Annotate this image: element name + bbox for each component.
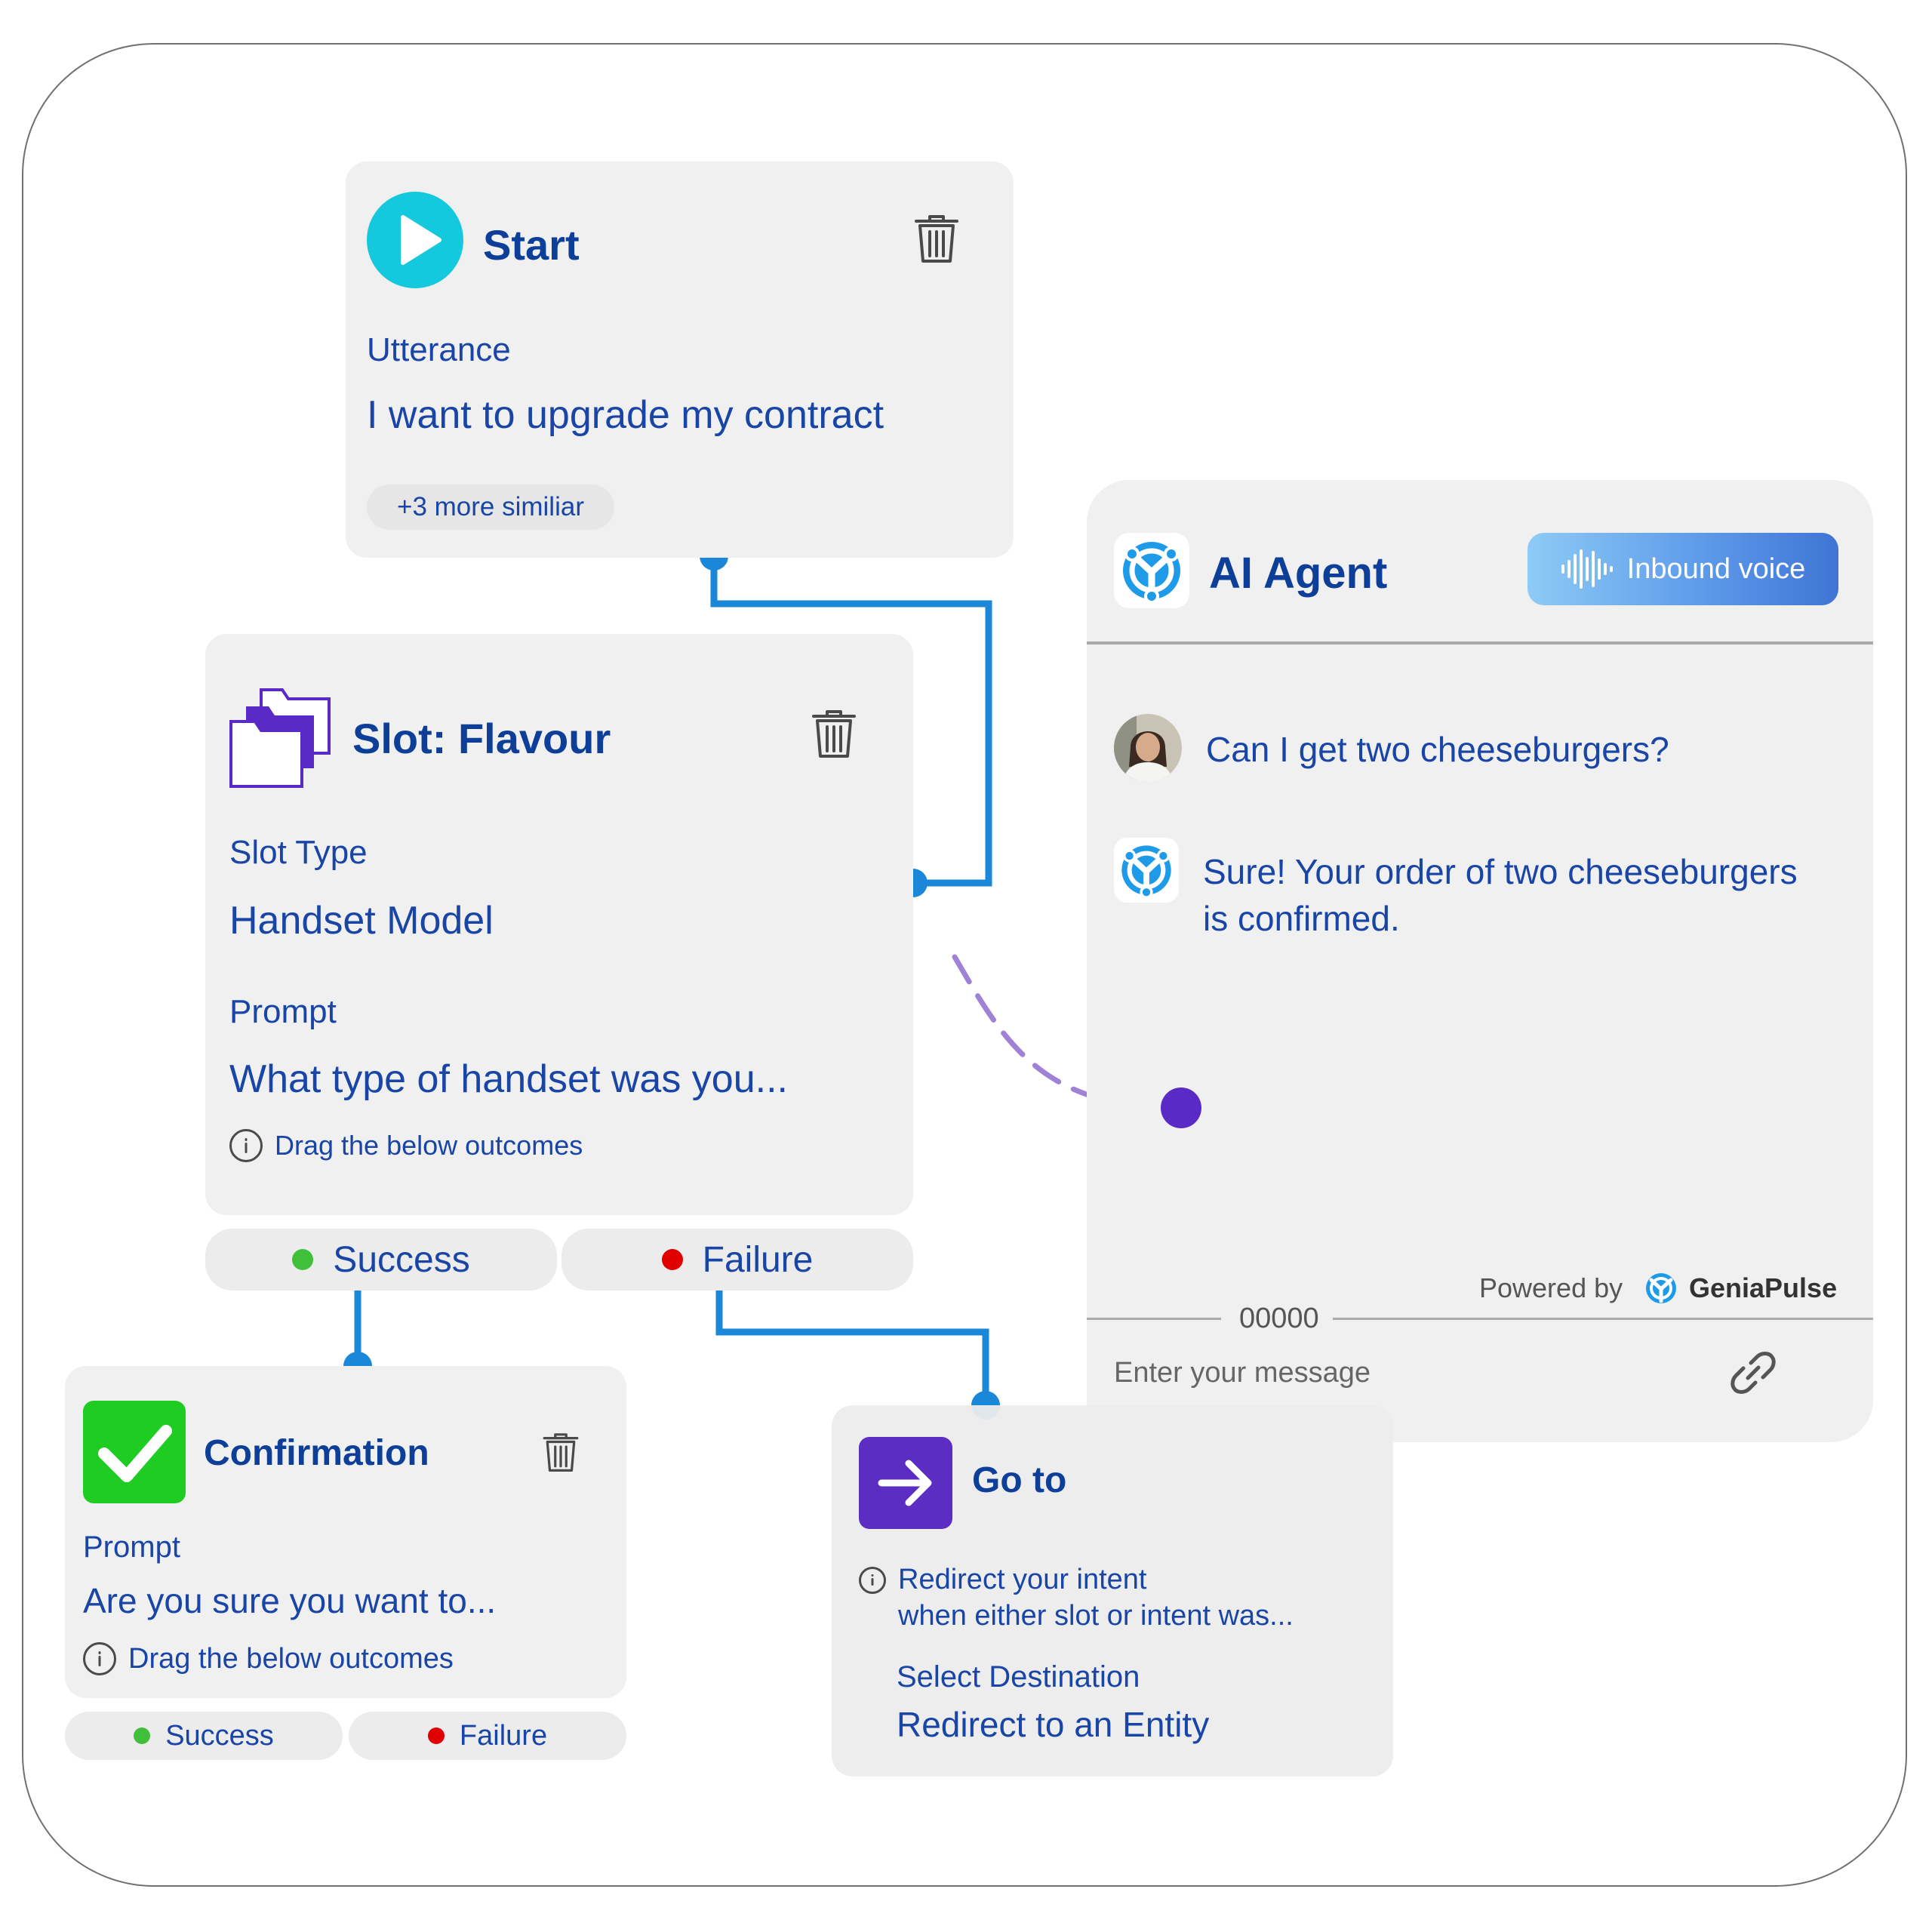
start-node-title: Start — [483, 221, 580, 269]
link-icon[interactable] — [1728, 1348, 1778, 1398]
checkmark-icon — [83, 1401, 186, 1503]
folders-icon — [229, 688, 331, 788]
destination-value[interactable]: Redirect to an Entity — [897, 1705, 1210, 1744]
start-node-card[interactable]: Start Utterance I want to upgrade my con… — [346, 162, 1014, 558]
confirmation-prompt-label: Prompt — [83, 1531, 180, 1564]
user-message: Can I get two cheeseburgers? — [1206, 730, 1669, 769]
goto-info-line-2: when either slot or intent was... — [898, 1600, 1294, 1632]
goto-info-line-1: Redirect your intent — [898, 1564, 1147, 1595]
confirmation-prompt-value: Are you sure you want to... — [83, 1581, 497, 1620]
input-divider-right — [1333, 1318, 1873, 1320]
slot-prompt-value: What type of handset was you... — [229, 1057, 788, 1101]
destination-label: Select Destination — [897, 1660, 1140, 1694]
similar-utterances-pill[interactable]: +3 more similiar — [367, 485, 614, 530]
slot-outcome-success[interactable]: Success — [205, 1229, 557, 1291]
info-icon — [859, 1566, 886, 1594]
slot-type-label: Slot Type — [229, 834, 368, 871]
bot-message-line-1: Sure! Your order of two cheeseburgers — [1203, 852, 1798, 891]
failure-dot — [427, 1727, 445, 1744]
confirmation-hint: Drag the below outcomes — [83, 1642, 454, 1675]
bot-avatar-icon — [1114, 838, 1179, 903]
inbound-voice-label: Inbound voice — [1626, 552, 1806, 585]
slot-outcome-failure[interactable]: Failure — [561, 1229, 913, 1291]
slot-outcome-success-label: Success — [333, 1239, 470, 1280]
confirmation-node-title: Confirmation — [204, 1433, 429, 1473]
confirmation-outcome-success-label: Success — [165, 1719, 274, 1752]
info-icon — [229, 1129, 263, 1162]
success-dot — [292, 1249, 314, 1270]
trash-icon[interactable] — [811, 709, 857, 759]
success-dot — [134, 1727, 151, 1744]
confirmation-node-card[interactable]: Confirmation Prompt Are you sure you wan… — [65, 1366, 626, 1698]
failure-dot — [661, 1249, 683, 1270]
user-avatar — [1114, 714, 1182, 782]
goto-node-title: Go to — [972, 1460, 1067, 1500]
confirmation-hint-text: Drag the below outcomes — [128, 1642, 454, 1675]
goto-node-card[interactable]: Go to Redirect your intent when either s… — [832, 1405, 1393, 1777]
powered-by-label: Powered by — [1479, 1272, 1623, 1303]
slot-outcome-failure-label: Failure — [702, 1239, 814, 1280]
info-icon — [83, 1642, 116, 1675]
bot-message-line-2: is confirmed. — [1203, 899, 1400, 938]
confirmation-outcome-success[interactable]: Success — [65, 1712, 343, 1760]
utterance-label: Utterance — [367, 331, 511, 368]
slot-node-title: Slot: Flavour — [352, 715, 611, 762]
slot-node-card[interactable]: Slot: Flavour Slot Type Handset Model Pr… — [205, 634, 913, 1215]
confirmation-outcome-failure[interactable]: Failure — [349, 1712, 626, 1760]
sound-wave-icon — [1561, 549, 1613, 589]
slot-type-value: Handset Model — [229, 899, 494, 943]
geniapulse-logo-icon — [1646, 1273, 1676, 1303]
trash-icon[interactable] — [542, 1432, 580, 1473]
message-counter: 00000 — [1239, 1303, 1319, 1334]
genia-logo-icon — [1114, 533, 1189, 608]
utterance-value: I want to upgrade my contract — [367, 393, 884, 437]
agent-header-divider — [1087, 641, 1873, 645]
trash-icon[interactable] — [913, 214, 960, 264]
ai-agent-panel: AI Agent Inbound voice Can I get two che… — [1087, 480, 1873, 1442]
confirmation-outcome-failure-label: Failure — [459, 1719, 548, 1752]
similar-utterances-label: +3 more similiar — [397, 492, 584, 521]
input-divider-left — [1087, 1318, 1221, 1320]
inbound-voice-badge[interactable]: Inbound voice — [1527, 533, 1838, 605]
slot-prompt-label: Prompt — [229, 993, 337, 1030]
brand-name: GeniaPulse — [1689, 1272, 1838, 1303]
slot-hint: Drag the below outcomes — [229, 1129, 583, 1162]
message-input[interactable]: Enter your message — [1114, 1357, 1371, 1389]
arrow-right-icon — [859, 1437, 952, 1529]
ai-agent-title: AI Agent — [1209, 549, 1388, 598]
play-icon — [367, 192, 463, 288]
slot-hint-text: Drag the below outcomes — [275, 1130, 583, 1161]
goto-info: Redirect your intent — [859, 1564, 1147, 1596]
